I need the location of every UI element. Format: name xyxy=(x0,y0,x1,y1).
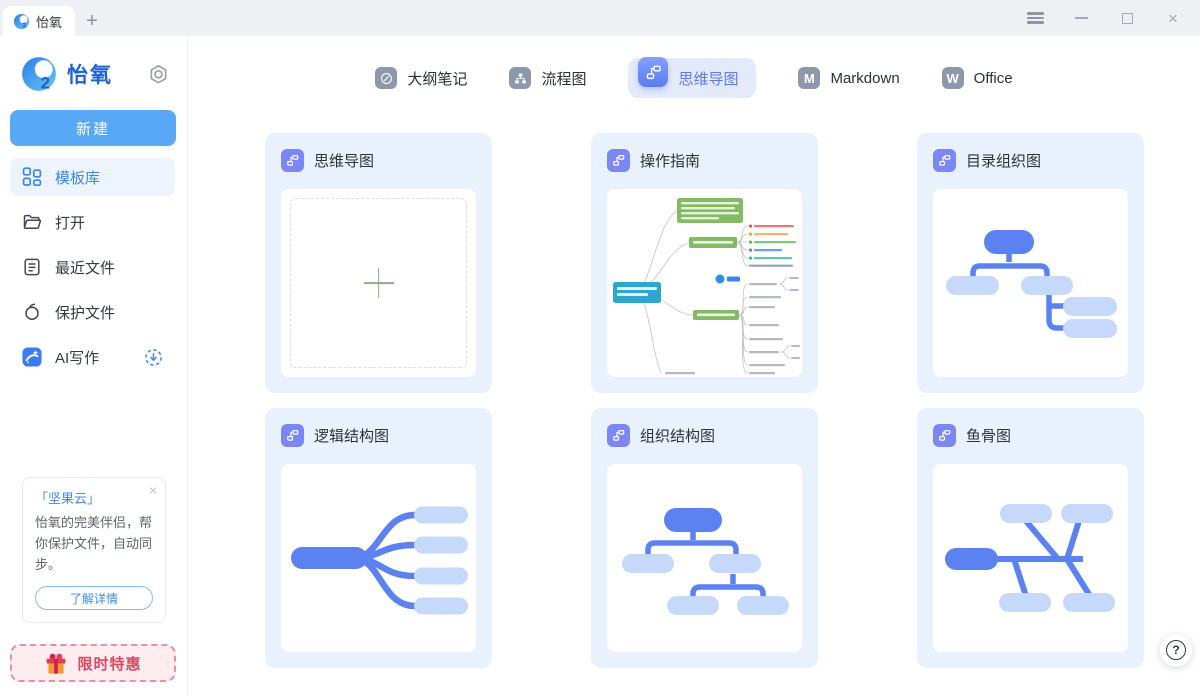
sidebar-nav: 模板库 打开 最近文件 xyxy=(0,158,187,376)
card-title: 操作指南 xyxy=(640,153,701,170)
sidebar-item-recent[interactable]: 最近文件 xyxy=(10,248,175,286)
sidebar: 2 怡氧 新建 模板库 xyxy=(0,36,188,695)
svg-text:2: 2 xyxy=(41,73,50,92)
sidebar-item-label: 打开 xyxy=(55,214,86,232)
promo-body: 怡氧的完美伴侣，帮你保护文件，自动同步。 xyxy=(35,514,153,572)
help-button[interactable]: ? xyxy=(1159,633,1193,667)
mindmap-icon xyxy=(638,57,669,87)
window-controls: × xyxy=(1012,0,1196,36)
document-type-tabs: 大纲笔记 流程图 xyxy=(188,56,1200,100)
card-title: 目录组织图 xyxy=(966,153,1042,170)
tab-office[interactable]: W Office xyxy=(941,67,1013,89)
tab-markdown[interactable]: M Markdown xyxy=(798,67,900,89)
markdown-m-icon: M xyxy=(798,67,821,89)
outline-pen-icon xyxy=(375,67,398,89)
plus-icon xyxy=(363,282,394,284)
offer-label: 限时特惠 xyxy=(77,655,142,673)
preview-logic-structure xyxy=(281,464,476,652)
brand-name: 怡氧 xyxy=(67,64,113,87)
preview-directory-org-chart xyxy=(933,189,1128,377)
sidebar-item-protect[interactable]: 保护文件 xyxy=(10,293,175,331)
svg-text:2: 2 xyxy=(22,21,26,29)
tab-mindmap[interactable]: 思维导图 xyxy=(628,57,757,98)
mindmap-icon xyxy=(281,149,304,172)
office-w-icon: W xyxy=(941,67,964,89)
new-file-button[interactable]: 新建 xyxy=(10,110,176,146)
template-card-org-structure[interactable]: 组织结构图 xyxy=(591,408,818,668)
sidebar-item-label: 保护文件 xyxy=(55,304,116,322)
new-tab-button[interactable]: + xyxy=(86,9,98,32)
minimize-button[interactable] xyxy=(1058,0,1104,36)
preview-guide-mindmap xyxy=(607,189,802,377)
main-content: 大纲笔记 流程图 xyxy=(188,36,1200,695)
mindmap-icon xyxy=(281,424,304,447)
tab-outline-notes[interactable]: 大纲笔记 xyxy=(375,67,467,89)
promo-learn-more-button[interactable]: 了解详情 xyxy=(35,586,153,610)
window-titlebar: 2 怡氧 + × xyxy=(0,0,1200,36)
promo-close-icon[interactable]: × xyxy=(148,481,157,498)
tab-flowchart[interactable]: 流程图 xyxy=(509,67,586,89)
card-title: 思维导图 xyxy=(314,153,375,170)
card-title: 组织结构图 xyxy=(640,428,716,445)
sidebar-item-open[interactable]: 打开 xyxy=(10,203,175,241)
nutstore-promo-card: × 「坚果云」 怡氧的完美伴侣，帮你保护文件，自动同步。 了解详情 xyxy=(22,476,166,623)
template-card-logic-structure[interactable]: 逻辑结构图 xyxy=(265,408,492,668)
sidebar-item-label: 模板库 xyxy=(55,169,101,187)
gift-icon xyxy=(44,652,68,675)
template-grid-icon xyxy=(22,167,42,187)
preview-mindmap-blank xyxy=(281,189,476,377)
window-tab-title: 怡氧 xyxy=(36,14,63,30)
template-card-directory-org[interactable]: 目录组织图 xyxy=(917,133,1144,393)
sidebar-item-label: 最近文件 xyxy=(55,259,116,277)
nut-protect-icon xyxy=(22,302,42,322)
card-title: 逻辑结构图 xyxy=(314,428,390,445)
tab-label: 思维导图 xyxy=(678,70,739,88)
tab-label: Markdown xyxy=(830,69,900,87)
close-button[interactable]: × xyxy=(1168,8,1178,28)
brand-logo-icon: 2 xyxy=(20,55,58,93)
template-card-guide[interactable]: 操作指南 xyxy=(591,133,818,393)
window-tab[interactable]: 2 怡氧 xyxy=(3,6,75,36)
template-grid: 思维导图 操作指南 xyxy=(265,133,1144,668)
ai-writing-icon xyxy=(22,346,42,368)
card-title: 鱼骨图 xyxy=(966,428,1012,445)
preview-fishbone xyxy=(933,464,1128,652)
sidebar-item-ai-writing[interactable]: AI写作 xyxy=(10,338,175,376)
recent-document-icon xyxy=(22,257,42,277)
limited-offer-button[interactable]: 限时特惠 xyxy=(10,644,176,682)
preview-org-structure xyxy=(607,464,802,652)
mindmap-icon xyxy=(933,149,956,172)
tab-label: 大纲笔记 xyxy=(407,70,468,88)
tab-label: Office xyxy=(973,69,1013,87)
question-mark-icon: ? xyxy=(1166,640,1186,660)
template-card-fishbone[interactable]: 鱼骨图 xyxy=(917,408,1144,668)
mindmap-icon xyxy=(607,149,630,172)
tab-label: 流程图 xyxy=(541,70,587,88)
sidebar-item-templates[interactable]: 模板库 xyxy=(10,158,175,196)
blank-dashed-area xyxy=(290,198,467,368)
settings-gear-icon[interactable] xyxy=(148,64,169,85)
maximize-button[interactable] xyxy=(1104,0,1150,36)
promo-title: 「坚果云」 xyxy=(35,490,101,506)
sidebar-item-label: AI写作 xyxy=(55,349,100,367)
app-logo-icon: 2 xyxy=(13,13,30,30)
folder-open-icon xyxy=(22,212,42,232)
flowchart-icon xyxy=(509,67,532,89)
mindmap-icon xyxy=(607,424,630,447)
template-card-mindmap[interactable]: 思维导图 xyxy=(265,133,492,393)
app-menu-icon[interactable] xyxy=(1012,0,1058,36)
mindmap-icon xyxy=(933,424,956,447)
download-circle-icon[interactable] xyxy=(144,348,163,367)
